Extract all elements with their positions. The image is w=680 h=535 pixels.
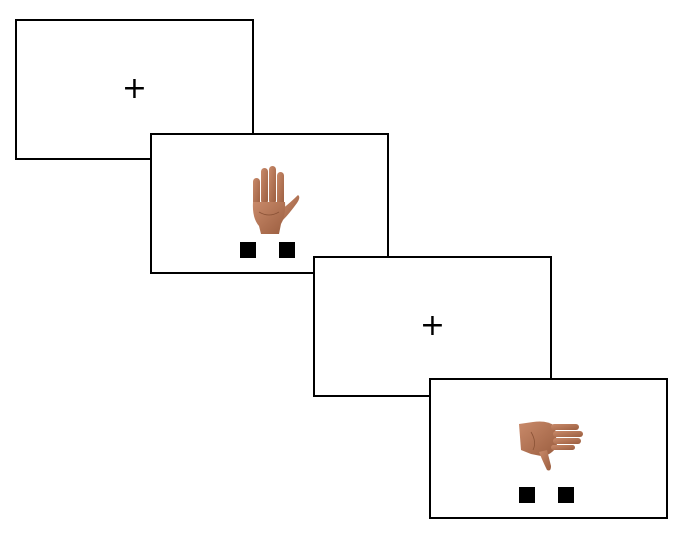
hand-stimulus-screen-2 (429, 378, 668, 519)
response-key-right (279, 242, 295, 258)
fixation-screen-1: + (15, 19, 254, 160)
hand-palm-up-icon (252, 166, 300, 234)
response-key-left (240, 242, 256, 258)
hand-palm-rotated-right-icon (519, 421, 583, 471)
response-key-right (558, 487, 574, 503)
response-key-left (519, 487, 535, 503)
fixation-screen-2: + (313, 256, 552, 397)
fixation-cross: + (419, 307, 446, 343)
fixation-cross: + (121, 70, 148, 106)
hand-stimulus-screen-1 (150, 133, 389, 274)
